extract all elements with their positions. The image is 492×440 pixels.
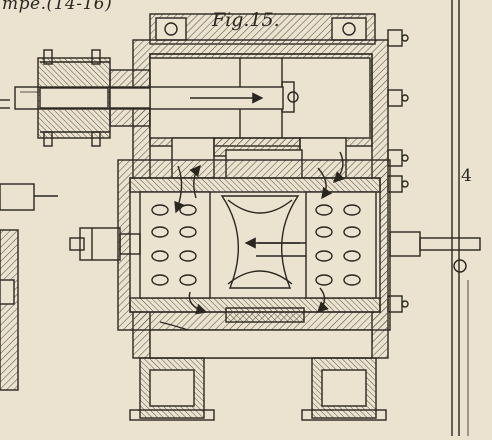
right-valve-rings xyxy=(305,191,377,299)
figure-title: Fig.15. xyxy=(212,9,280,31)
right-bolts xyxy=(387,29,409,313)
top-frame-block xyxy=(149,13,376,45)
hourglass-cylinder xyxy=(220,195,318,289)
caption-top-text: mpe.(14-16) xyxy=(2,0,113,14)
side-number: 4 xyxy=(461,166,472,186)
right-frame-lines xyxy=(451,0,469,436)
left-valve-rings xyxy=(139,191,211,299)
bottom-chamber xyxy=(149,307,373,359)
stuffing-box-gland xyxy=(37,49,151,147)
side-spindles xyxy=(69,227,481,273)
support-feet xyxy=(129,357,387,421)
left-partial-parts xyxy=(0,99,58,391)
